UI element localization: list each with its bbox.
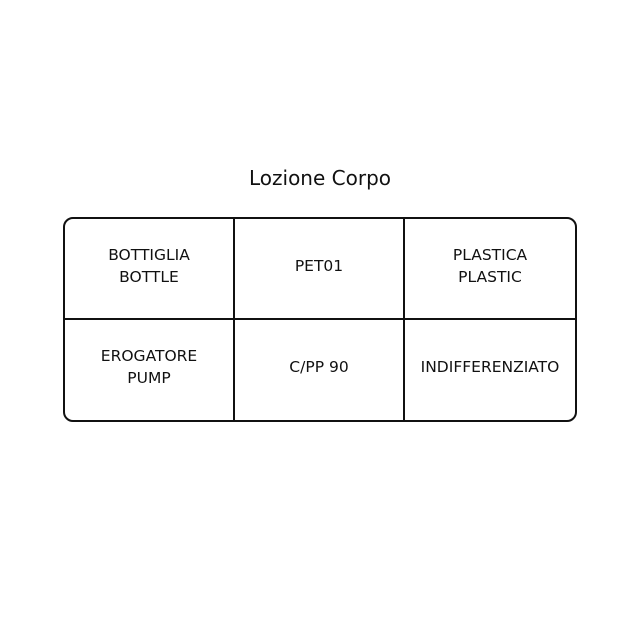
cell-disposal: PLASTICA PLASTIC [405,219,575,320]
cell-disposal: INDIFFERENZIATO [405,320,575,420]
material-code: PET01 [294,256,344,275]
disposal-en: PLASTIC [458,267,522,286]
component-it: BOTTIGLIA [108,245,190,264]
product-title: Lozione Corpo [248,166,391,190]
disposal-it: INDIFFERENZIATO [420,358,560,376]
disposal-it: PLASTICA [452,245,528,264]
material-code: C/PP 90 [289,358,349,376]
component-en: BOTTLE [119,267,179,286]
cell-material-code: PET01 [235,219,405,320]
component-en: PUMP [127,369,171,387]
cell-component: EROGATORE PUMP [65,320,235,420]
recycling-table: BOTTIGLIA BOTTLE PET01 PLASTICA PLASTIC … [63,217,577,422]
component-it: EROGATORE [100,347,198,365]
cell-material-code: C/PP 90 [235,320,405,420]
cell-component: BOTTIGLIA BOTTLE [65,219,235,320]
